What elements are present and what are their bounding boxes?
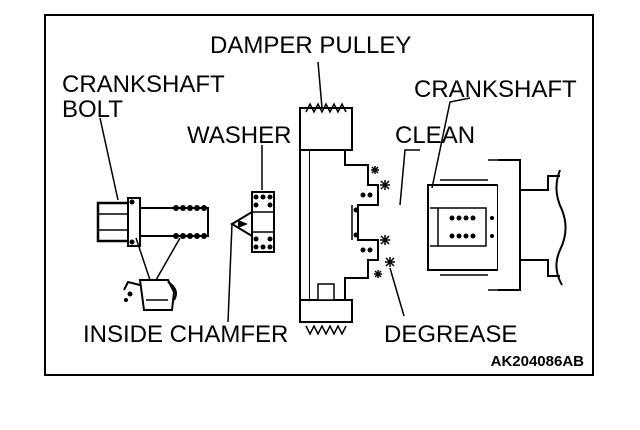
label-damper-pulley: DAMPER PULLEY bbox=[210, 32, 411, 59]
pulley-degrease-marks bbox=[353, 192, 373, 253]
washer bbox=[230, 191, 275, 253]
oil-can-icon bbox=[123, 279, 177, 311]
label-clean: CLEAN bbox=[395, 122, 475, 149]
leader-lines bbox=[99, 61, 471, 323]
label-crankshaft-bolt-line1: CRANKSHAFT bbox=[62, 71, 225, 98]
label-inside-chamfer: INSIDE CHAMFER bbox=[83, 321, 288, 348]
crankshaft bbox=[427, 159, 567, 291]
label-crankshaft: CRANKSHAFT bbox=[414, 76, 577, 103]
figure-frame bbox=[44, 14, 594, 376]
label-crankshaft-bolt-line2: BOLT bbox=[62, 96, 123, 123]
crankshaft-bolt bbox=[96, 197, 209, 247]
bolt-thread-oil bbox=[129, 199, 207, 245]
label-washer: WASHER bbox=[187, 122, 291, 149]
figure-code: AK204086AB bbox=[491, 353, 585, 370]
degrease-sparkle-icon bbox=[371, 166, 395, 278]
crankshaft-clean-marks bbox=[449, 215, 494, 239]
label-degrease: DEGREASE bbox=[384, 321, 517, 348]
damper-pulley bbox=[299, 102, 395, 336]
